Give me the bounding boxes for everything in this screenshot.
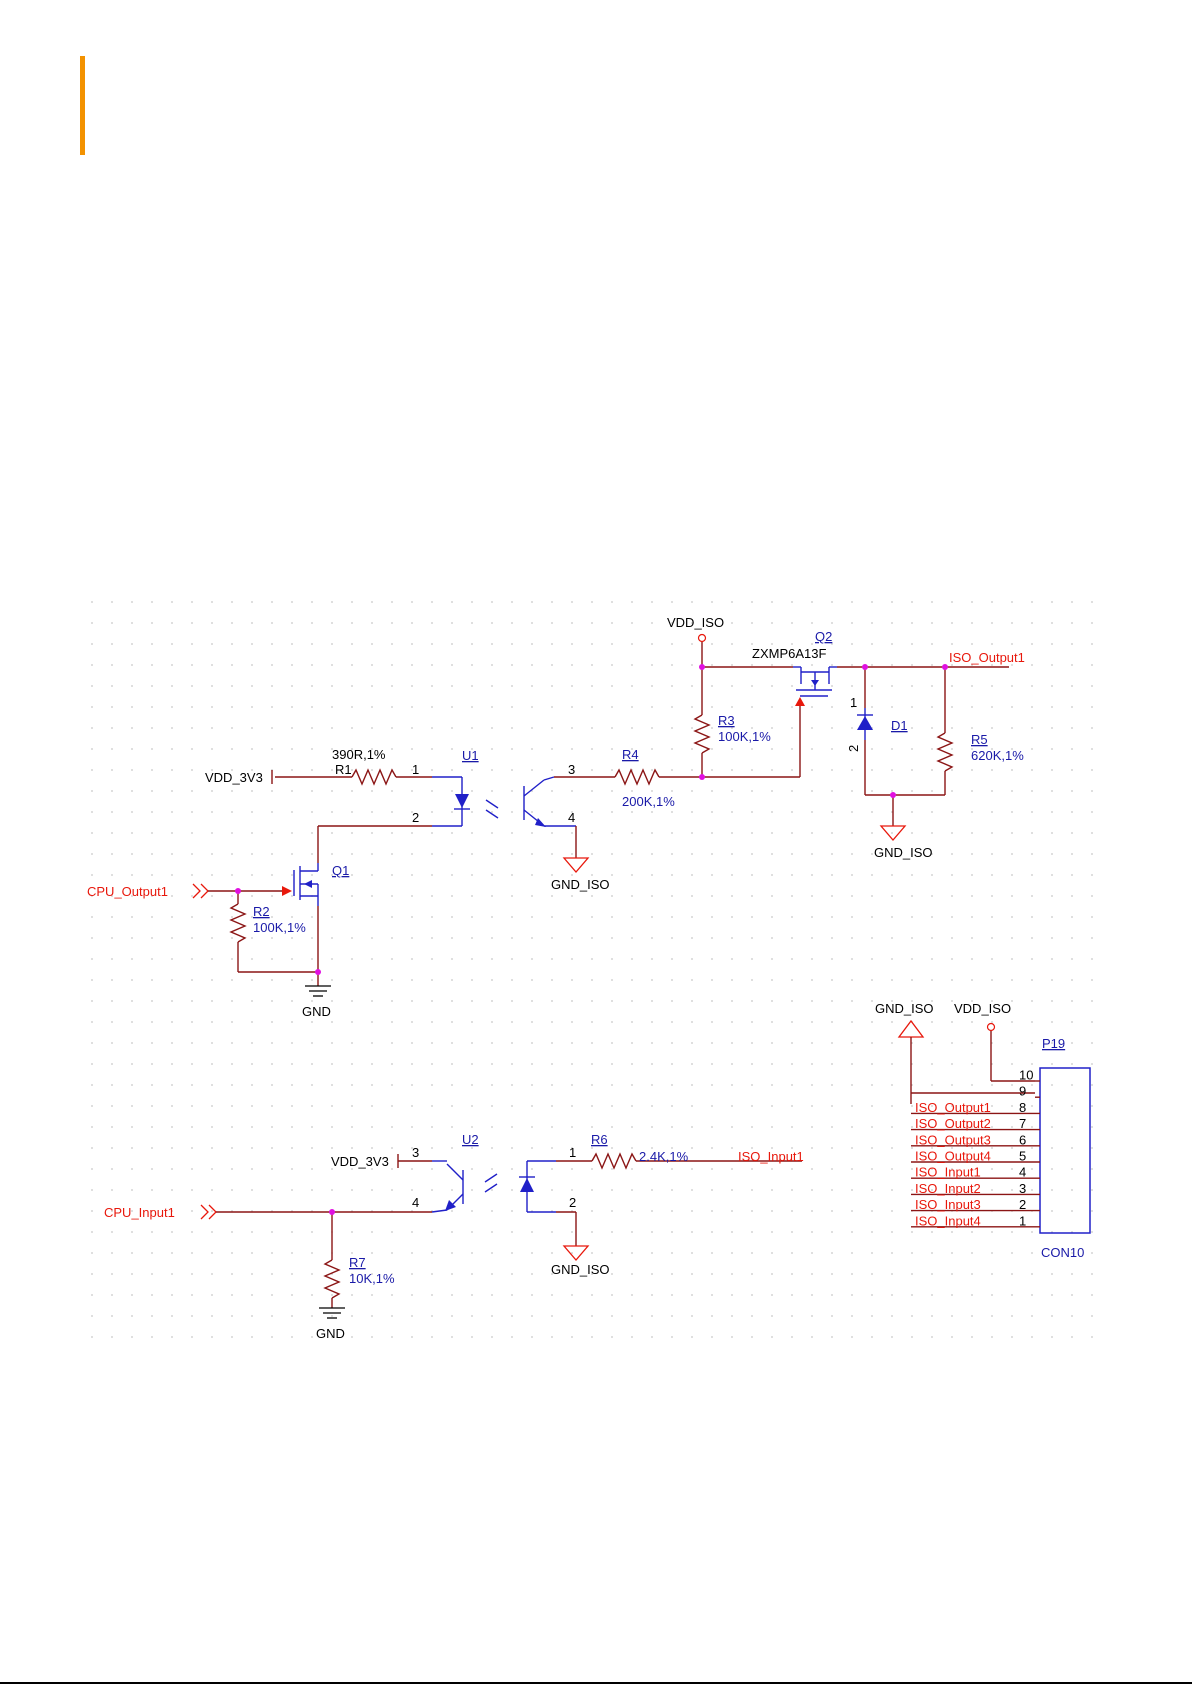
p19-net-label: ISO_Input1: [915, 1165, 981, 1180]
r5-resistor: [936, 667, 954, 795]
u1-pin2: 2: [412, 810, 419, 825]
p19-pin-number: 6: [1019, 1132, 1026, 1147]
gnd-iso-u1-icon: [562, 857, 590, 873]
u1-led-icon: [454, 777, 499, 826]
r4-ref: R4: [622, 747, 639, 762]
vdd-iso-conn-label: VDD_ISO: [954, 1001, 1011, 1016]
d1-diode: [857, 667, 873, 795]
r2-value: 100K,1%: [253, 920, 306, 935]
q1-mosfet: [238, 826, 319, 972]
vdd-3v3-b-label: VDD_3V3: [331, 1154, 389, 1169]
cpu-output1-port: [192, 883, 238, 899]
u1-pin4: 4: [568, 810, 575, 825]
iso-input1-label: ISO_Input1: [738, 1149, 804, 1164]
p19-pin-number: 10: [1019, 1068, 1033, 1083]
p19-ref: P19: [1042, 1036, 1065, 1051]
gnd-iso-u2-label: GND_ISO: [551, 1262, 610, 1277]
r3-resistor: [693, 633, 711, 777]
r1-value: 390R,1%: [332, 747, 386, 762]
gnd-iso-d1-icon: [879, 825, 907, 841]
r7-ref: R7: [349, 1255, 366, 1270]
r1-ref: R1: [335, 762, 352, 777]
gnd-q1-icon: [305, 972, 331, 997]
r2-ref: R2: [253, 904, 270, 919]
d1-pin1: 1: [850, 695, 857, 710]
p19-pin-number: 2: [1019, 1197, 1026, 1212]
p19-net-label: ISO_Output2: [915, 1116, 991, 1131]
u1-pin3: 3: [568, 762, 575, 777]
cpu-input1-label: CPU_Input1: [104, 1205, 175, 1220]
q2-mosfet: [793, 666, 837, 697]
gnd-q1-label: GND: [302, 1004, 331, 1019]
r3-ref: R3: [718, 713, 735, 728]
gnd-iso-conn-label: GND_ISO: [875, 1001, 934, 1016]
iso-output1-label: ISO_Output1: [949, 650, 1025, 665]
r7-resistor: [319, 1212, 345, 1319]
p19-pin-number: 5: [1019, 1149, 1026, 1164]
q1-ref: Q1: [332, 863, 349, 878]
r6-ref: R6: [591, 1132, 608, 1147]
gnd-iso-u1-label: GND_ISO: [551, 877, 610, 892]
gnd-iso-u2-icon: [562, 1245, 590, 1261]
junction-dots: [235, 664, 948, 1215]
p19-pin-number: 9: [1019, 1084, 1026, 1099]
p19-net-label: ISO_Input3: [915, 1197, 981, 1212]
r5-value: 620K,1%: [971, 748, 1024, 763]
gnd-iso-d1-label: GND_ISO: [874, 845, 933, 860]
r5-ref: R5: [971, 732, 988, 747]
r4-value: 200K,1%: [622, 794, 675, 809]
u1-pin1: 1: [412, 762, 419, 777]
u2-pin3: 3: [412, 1145, 419, 1160]
p19-pin-number: 8: [1019, 1100, 1026, 1115]
p19-pin-number: 7: [1019, 1116, 1026, 1131]
u2-pin2: 2: [569, 1195, 576, 1210]
p19-connector-body: [1039, 1067, 1091, 1234]
vdd-iso-top-label: VDD_ISO: [667, 615, 724, 630]
p19-pin-number: 1: [1019, 1213, 1026, 1228]
r3-value: 100K,1%: [718, 729, 771, 744]
p19-net-label: ISO_Output3: [915, 1132, 991, 1147]
p19-net-label: ISO_Output1: [915, 1100, 991, 1115]
u2-phototransistor-icon: [431, 1163, 498, 1213]
q2-value: ZXMP6A13F: [752, 646, 826, 661]
r4-resistor: [614, 768, 702, 786]
accent-bar: [80, 56, 85, 155]
footer-rule: [0, 1682, 1192, 1684]
grid-dots: [91, 601, 1093, 1338]
r7-value: 10K,1%: [349, 1271, 395, 1286]
p19-net-label: ISO_Input2: [915, 1181, 981, 1196]
u2-led-icon: [519, 1160, 556, 1213]
cpu-input1-port: [200, 1204, 432, 1220]
gnd-iso-conn-icon: [897, 1019, 925, 1104]
p19-pin-number: 4: [1019, 1165, 1026, 1180]
r6-resistor: [556, 1152, 802, 1170]
d1-pin2: 2: [846, 745, 861, 752]
u1-phototransistor-icon: [523, 776, 615, 858]
u2-pin4: 4: [412, 1195, 419, 1210]
cpu-output1-label: CPU_Output1: [87, 884, 168, 899]
p19-net-label: ISO_Input4: [915, 1213, 981, 1228]
p19-value: CON10: [1041, 1245, 1084, 1260]
u1-ref: U1: [462, 748, 479, 763]
p19-pin-number: 3: [1019, 1181, 1026, 1196]
d1-ref: D1: [891, 718, 908, 733]
r6-value: 2.4K,1%: [639, 1149, 689, 1164]
gnd-r7-label: GND: [316, 1326, 345, 1341]
p19-net-label: ISO_Output4: [915, 1149, 991, 1164]
r1-resistor: [271, 768, 462, 786]
vdd-3v3-label: VDD_3V3: [205, 770, 263, 785]
u2-ref: U2: [462, 1132, 479, 1147]
vdd-iso-conn-icon: [986, 1022, 1035, 1082]
q2-ref: Q2: [815, 629, 832, 644]
u2-pin1: 1: [569, 1145, 576, 1160]
